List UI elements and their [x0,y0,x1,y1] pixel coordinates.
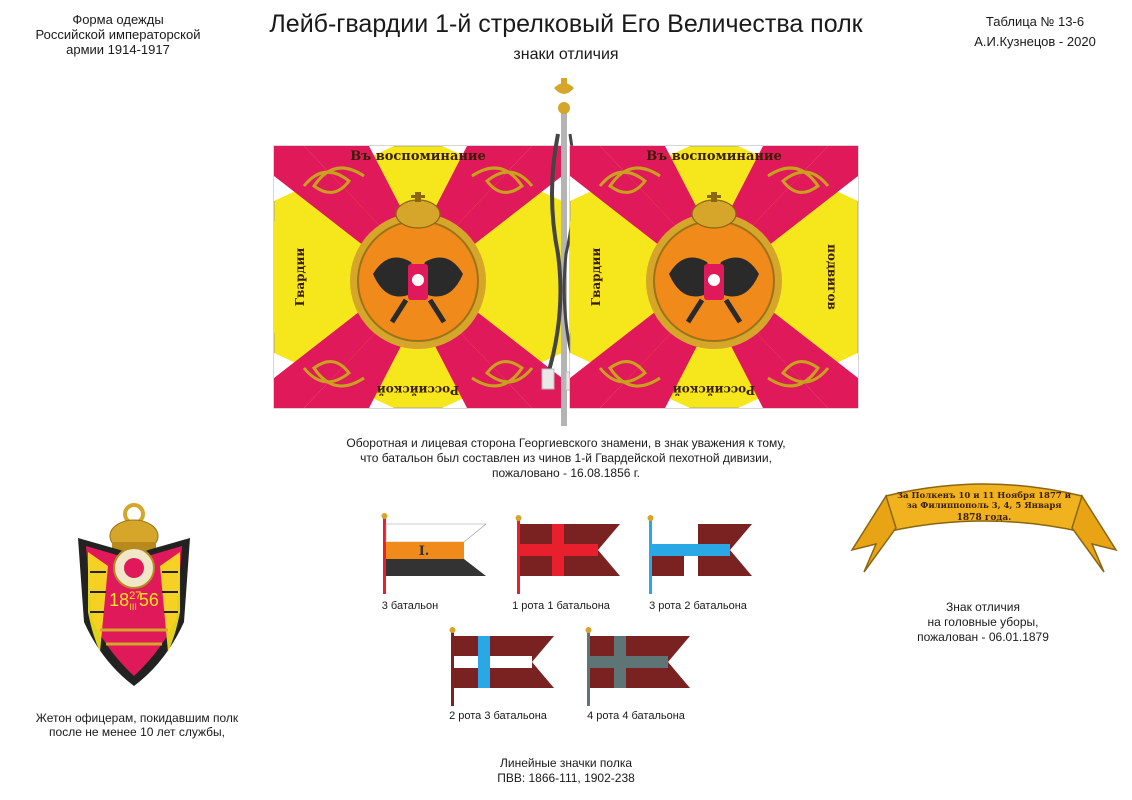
banner-obverse-side: Въ воспоминание Гвардии подвигов Российс… [570,146,858,408]
banneret-company1-bat1 [515,515,620,594]
header-left-line: Российской императорской [35,27,201,42]
header-right: Таблица № 13-6 А.И.Кузнецов - 2020 [960,12,1110,52]
inscription-top: Въ воспоминание [350,149,486,164]
banneret-mark: I. [419,544,430,559]
banner-caption-line: Оборотная и лицевая сторона Георгиевског… [346,436,786,450]
banneret-label: 3 батальон [381,600,439,612]
ribbon-caption-line: Знак отличия [946,600,1020,614]
ribbon-caption-line: пожалован - 06.01.1879 [917,630,1049,644]
header-left: Форма одежды Российской императорской ар… [18,12,218,57]
banner-caption: Оборотная и лицевая сторона Георгиевског… [300,436,832,481]
inscription-top: Въ воспоминание [646,149,782,164]
badge-caption: Жетон офицерам, покидавшим полк после не… [24,711,250,739]
ribbon-line: 1878 года. [957,513,1012,523]
banneret-label: 3 рота 2 батальона [649,600,747,612]
inscription-left: Гвардии [293,248,307,307]
banneret-company3-bat2 [647,515,752,594]
badge-caption-line: Жетон офицерам, покидавшим полк [35,711,239,725]
author: А.И.Кузнецов - 2020 [974,34,1096,49]
ribbon-line: За Полкенъ 10 и 11 Ноября 1877 и [897,490,1072,501]
banneret-company2-bat3 [449,627,554,706]
banneret-label: 2 рота 3 батальона [449,710,547,722]
banner-caption-line: пожаловано - 16.08.1856 г. [491,466,641,480]
george-banner: Въ воспоминание Гвардии Российской Въ во… [270,78,862,426]
page-subtitle: знаки отличия [513,46,619,63]
headgear-ribbon: За Полкенъ 10 и 11 Ноября 1877 и за Фили… [850,483,1118,573]
ribbon-line: за Филиппополь 3, 4, 5 Января [906,501,1061,511]
ribbon-caption: Знак отличия на головные уборы, пожалова… [876,600,1090,645]
inscription-bottom: Российской [377,383,459,397]
footer-line: ПВВ: 1866-111, 1902-238 [497,771,635,785]
header-left-line: армии 1914-1917 [66,42,170,57]
banneret-3-battalion: I. [381,513,487,594]
banner-caption-line: что батальон был составлен из чинов 1-й … [360,451,772,465]
badge-caption-line: после не менее 10 лет службы, [49,725,225,739]
header-left-line: Форма одежды [72,12,164,27]
page-title: Лейб-гвардии 1-й стрелковый Его Величест… [269,10,863,38]
footer-caption: Линейные значки полка ПВВ: 1866-111, 190… [466,756,666,786]
banneret-company4-bat4 [585,627,690,706]
banneret-label: 1 рота 1 батальона [512,600,610,612]
banner-reverse-side: Въ воспоминание Гвардии Российской [274,146,562,408]
inscription-left: Гвардии [589,248,603,307]
inscription-right: подвигов [825,244,839,310]
ribbon-caption-line: на головные уборы, [927,615,1039,629]
inscription-bottom: Российской [673,383,755,397]
banneret-label: 4 рота 4 батальона [587,710,685,722]
table-number: Таблица № 13-6 [985,14,1085,29]
footer-line: Линейные значки полка [499,756,633,770]
